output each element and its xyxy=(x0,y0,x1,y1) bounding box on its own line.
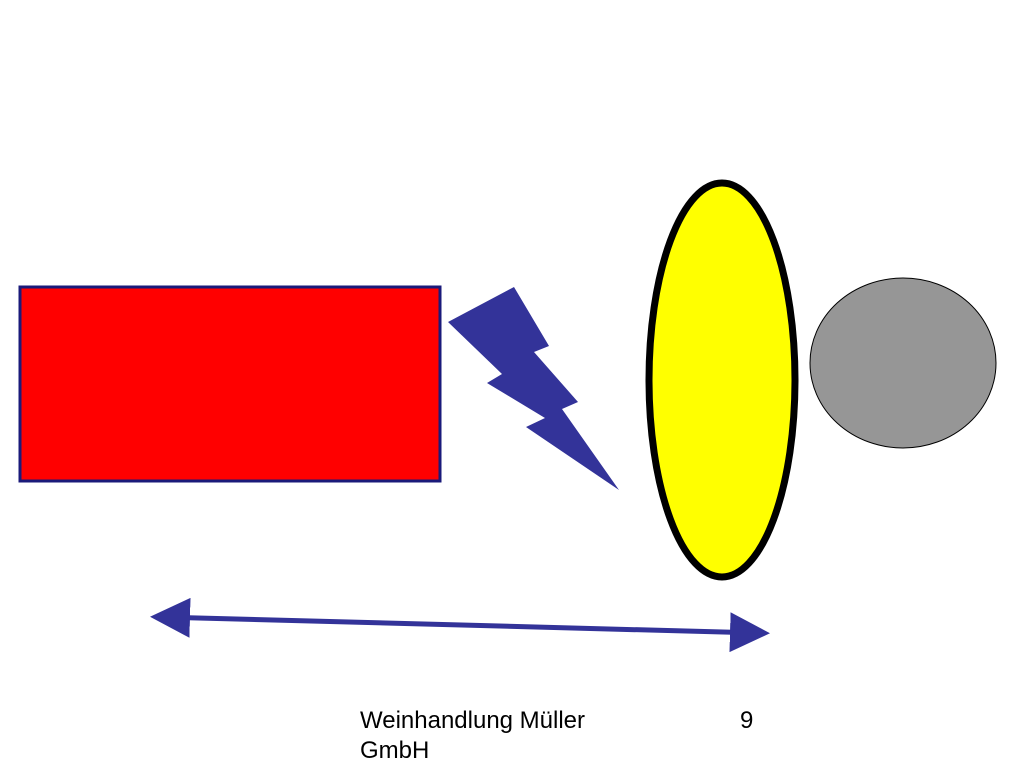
yellow-ellipse xyxy=(645,179,799,581)
gray-circle xyxy=(809,277,997,449)
slide-number: 9 xyxy=(740,707,754,734)
double-headed-arrow xyxy=(150,597,770,653)
red-rectangle xyxy=(18,285,442,483)
footer-company-name: Weinhandlung Müller GmbH xyxy=(360,707,586,764)
lightning-bolt-icon xyxy=(448,287,619,490)
